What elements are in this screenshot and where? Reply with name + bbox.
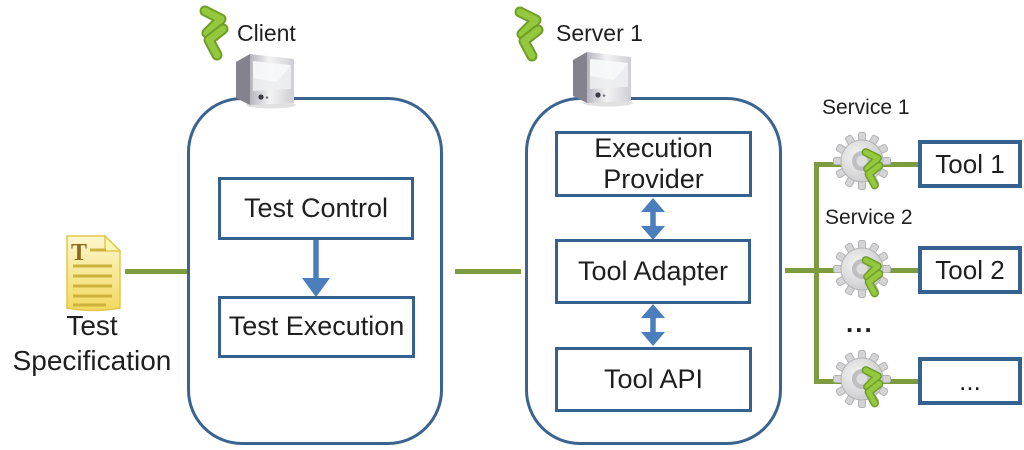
services-ellipsis: ... [846, 308, 874, 338]
tool-adapter-label: Tool Adapter [577, 255, 729, 286]
client-label: Client [237, 20, 296, 46]
client-computer-icon [236, 54, 296, 109]
test-control-label: Test Control [243, 192, 389, 223]
arrow-adapter-api [641, 304, 665, 346]
tool-1-label: Tool 1 [935, 148, 1005, 179]
arrow-provider-adapter [641, 198, 665, 240]
test-specification-label: Test Specification [12, 310, 172, 376]
tool-api-label: Tool API [603, 363, 704, 394]
service-2-gear-connector-icon [833, 240, 891, 298]
test-control-box: Test Control [218, 177, 414, 240]
client-connector-icon [196, 4, 232, 60]
service-1-gear-connector-icon [833, 132, 891, 190]
service-1-label: Service 1 [822, 96, 910, 119]
test-execution-label: Test Execution [228, 311, 405, 342]
tool-more-label: ... [959, 365, 981, 396]
tool-2-box: Tool 2 [918, 246, 1022, 294]
server-computer-icon [573, 52, 633, 107]
line-client-to-server [455, 269, 521, 274]
tool-more-box: ... [918, 357, 1022, 405]
arrow-control-to-execution [302, 240, 330, 297]
execution-provider-label: Execution Provider [594, 132, 713, 194]
tool-api-box: Tool API [555, 347, 752, 412]
line-spec-to-client [125, 269, 187, 274]
service-more-gear-connector-icon [833, 350, 891, 408]
server-connector-icon [511, 5, 547, 61]
tool-2-label: Tool 2 [935, 254, 1005, 285]
test-execution-box: Test Execution [218, 296, 415, 358]
execution-provider-box: Execution Provider [555, 131, 752, 197]
server-label: Server 1 [556, 20, 643, 46]
server-container [525, 97, 782, 445]
service-2-label: Service 2 [825, 206, 913, 229]
line-service-bus-vertical [814, 162, 819, 384]
tool-1-box: Tool 1 [918, 140, 1022, 188]
test-specification-document-icon: T [66, 234, 122, 312]
tool-adapter-box: Tool Adapter [555, 239, 751, 304]
client-container [187, 97, 443, 445]
document-letter: T [71, 240, 87, 266]
